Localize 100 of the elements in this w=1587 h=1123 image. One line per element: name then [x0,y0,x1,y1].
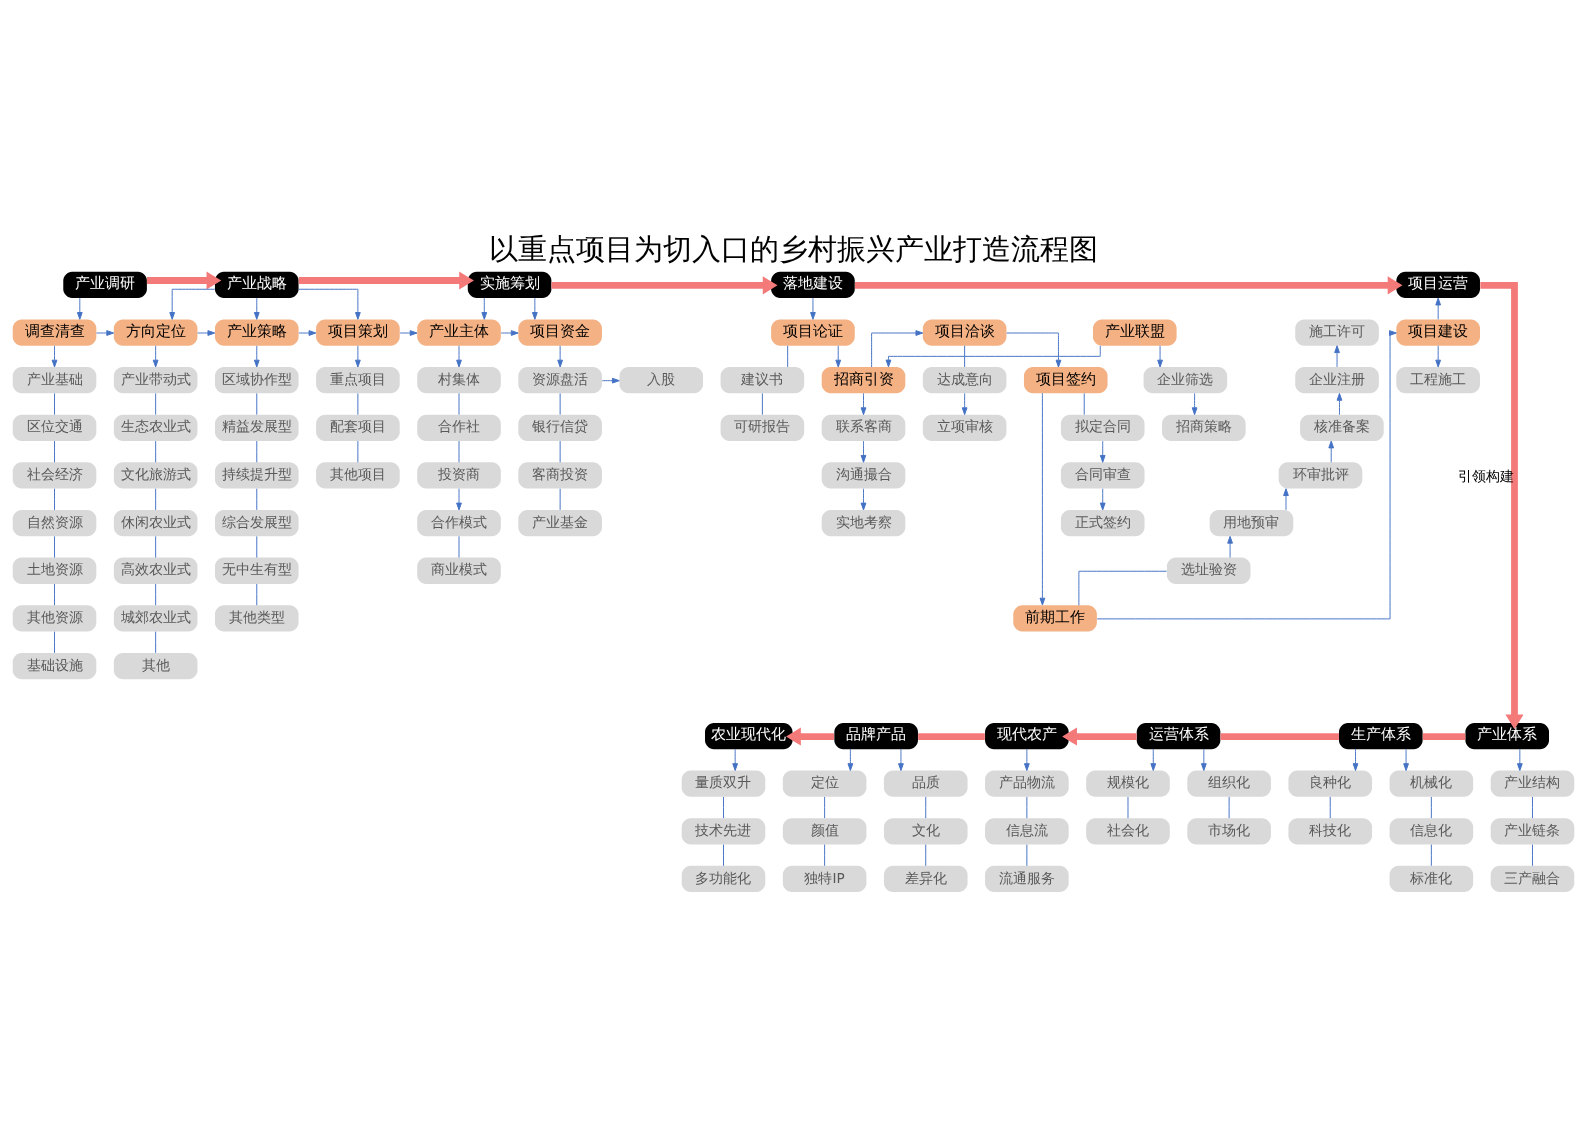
node-box: 项目洽谈 [922,318,1007,346]
node-box: 独特IP [782,865,867,892]
node-box: 差异化 [883,865,968,892]
connector [1422,732,1466,740]
arrow [557,344,563,367]
node-box: 社会化 [1086,817,1170,844]
node-box: 标准化 [1389,865,1474,892]
node-box: 环审批评 [1278,461,1363,489]
connector [256,583,258,606]
node-box: 项目签约 [1023,366,1108,393]
node-box: 流通服务 [985,865,1069,892]
node-box: 信息化 [1389,817,1474,844]
arrow [1039,392,1046,605]
arrow [298,329,317,336]
node-box: 机械化 [1389,770,1474,797]
arrow [1328,440,1335,463]
node-box: 产业战略 [214,271,299,298]
node-box: 其他项目 [316,461,400,489]
connector [918,732,985,740]
node-box: 项目建设 [1396,318,1480,346]
node-box: 工程施工 [1396,366,1480,393]
node-box: 合作社 [417,414,501,441]
node-box: 用地预审 [1209,509,1294,536]
node-box: 高效农业式 [113,557,198,584]
connector [824,796,826,819]
node-box: 企业筛选 [1143,366,1228,393]
connector [723,843,724,866]
connector [256,535,258,558]
arrow [1191,392,1198,415]
connector [54,392,55,415]
arrow [1516,748,1523,771]
node-box: 城郊农业式 [113,604,198,631]
connector [1026,796,1028,819]
arrow [1099,440,1106,463]
node-box: 银行信贷 [518,414,602,441]
arrow [786,726,834,746]
node-box: 项目运营 [1396,271,1480,298]
node-box: 选址验资 [1166,557,1251,584]
connector [723,796,724,819]
arrow [1099,487,1106,510]
arrow [1062,726,1137,746]
arrow [601,377,620,384]
node-box: 品质 [883,770,968,797]
arrow [456,487,462,510]
connector [1026,843,1028,866]
arrow [1096,329,1397,619]
arrow [835,344,842,367]
node-box: 施工许可 [1295,318,1379,346]
connector [964,344,966,367]
arrow [847,748,854,771]
node-box: 组织化 [1187,770,1271,797]
node-box: 核准备案 [1300,414,1384,441]
node-box: 联系客商 [821,414,906,441]
node-box: 入股 [619,366,704,393]
arrow [169,288,216,320]
arrow [1150,748,1157,771]
node-box: 市场化 [1187,817,1271,844]
connector [1329,796,1331,819]
connector [787,344,789,367]
node-box: 运营体系 [1136,722,1221,749]
arrow [898,748,904,771]
connector [54,535,55,558]
node-box: 客商投资 [518,461,602,489]
connector [559,392,561,415]
node-box: 商业模式 [417,557,501,584]
node-box: 合作模式 [417,509,501,536]
node-box: 达成意向 [922,366,1007,393]
connector [155,535,157,558]
node-box: 产品物流 [985,770,1069,797]
node-box: 科技化 [1288,817,1373,844]
node-box: 项目论证 [771,318,855,346]
node-box: 前期工作 [1013,604,1097,631]
node-box: 合同审查 [1060,461,1145,489]
arrow [871,329,924,368]
node-box: 项目资金 [518,318,602,346]
arrow [152,344,159,367]
node-box: 精益发展型 [214,414,299,441]
arrow [1157,344,1163,367]
connector [256,487,258,510]
node-box: 多功能化 [681,865,766,892]
connector [54,630,55,653]
connector [357,392,359,415]
arrow [253,297,260,320]
diagram-title: 以重点项目为切入口的乡村振兴产业打造流程图 [489,231,1098,266]
node-box: 规模化 [1086,770,1170,797]
node-box: 方向定位 [113,318,198,346]
connector [1430,796,1432,819]
connector [1532,843,1533,866]
arrow [1006,332,1062,368]
node-box: 良种化 [1288,770,1373,797]
arrow [253,344,260,367]
node-box: 三产融合 [1490,865,1575,892]
node-box: 品牌产品 [834,722,918,749]
arrow [355,344,361,367]
arrow [961,392,968,415]
node-box: 招商引资 [821,366,906,393]
node-box: 企业注册 [1295,366,1379,393]
arrow [885,344,1101,367]
connector [155,487,157,510]
node-box: 无中生有型 [214,557,299,584]
